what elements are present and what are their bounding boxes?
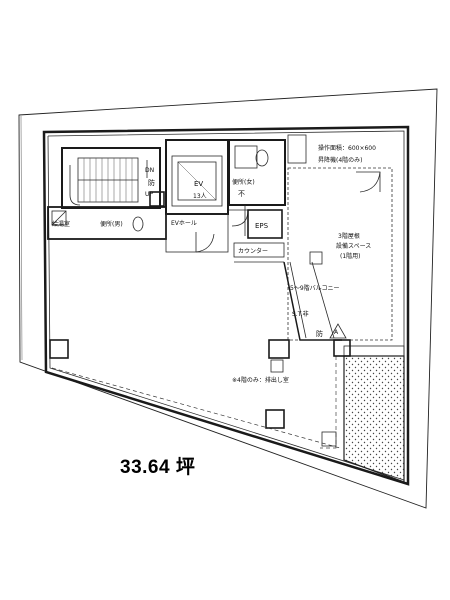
floor-area: 33.64 坪 [120,457,196,478]
core-walls [47,134,307,263]
elevator [171,155,223,207]
label-bo: 防 [148,178,155,187]
label-kitchen: 給湯室 [52,220,70,228]
label-storage-dims: 操作面積：600×600 [318,144,376,152]
label-balcony: 5～9階バルコニー [290,284,340,292]
counter [233,242,285,258]
label-toilet-female: 便所(女) [232,178,255,186]
label-sw: A [334,329,339,336]
label-mechanical: 3階屋根 [338,232,360,240]
label-exhaust: ※4階のみ：排出し室 [232,376,289,384]
label-dn: DN [145,167,154,174]
paper-boundary [18,88,438,509]
plan-labels: 操作面積：600×600 昇降機(4階のみ) DN UP 防 EV 13人 便所… [52,144,376,384]
staircase [69,157,148,206]
label-ev-capacity: 13人 [193,193,207,200]
balcony-area [283,251,347,341]
label-up: UP [145,191,153,198]
label-elevator-machine: 昇降機(4階のみ) [318,156,363,164]
label-toilet-female-icon: 不 [238,190,245,198]
columns [49,191,351,447]
label-bo2: 防 [316,329,323,338]
ev-hall [165,209,249,253]
label-toilet-male: 便所(男) [100,220,123,228]
building-outline [42,125,410,486]
label-ev-hall: EVホール [171,220,197,227]
label-mechanical-3: (1階用) [340,252,361,260]
label-st: S.T.非 [292,310,309,318]
label-ev: EV [194,180,203,188]
eps-room [247,209,283,239]
label-eps: EPS [255,222,269,230]
label-counter: カウンター [238,247,268,255]
exhaust-room-hatch [343,355,405,483]
label-mechanical-2: 設備スペース [336,242,371,250]
